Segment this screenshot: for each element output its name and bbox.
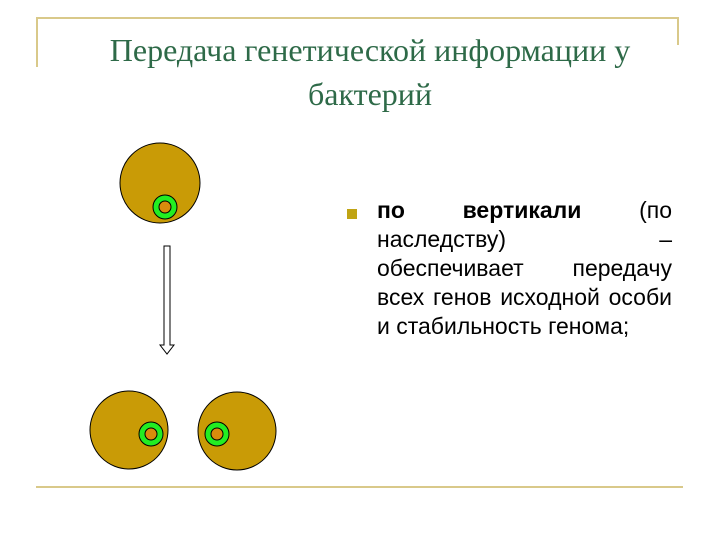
- right-plasmid-core: [210, 427, 224, 441]
- bullet-bold-term: по вертикали: [377, 197, 582, 223]
- frame-left-line: [36, 17, 38, 67]
- daughter-cell-left: [89, 390, 169, 470]
- bullet-text: по вертикали (по наследству) – обеспечив…: [377, 196, 672, 341]
- down-arrow: [158, 245, 176, 355]
- slide-title: Передача генетической информации у бакте…: [109, 32, 631, 112]
- parent-plasmid-core: [158, 200, 172, 214]
- frame-right-line: [677, 17, 679, 45]
- parent-cell: [119, 142, 201, 224]
- bullet-marker: [347, 209, 357, 219]
- bullet-description: (по наследству) – обеспечивает передачу …: [377, 197, 672, 339]
- left-plasmid-core: [144, 427, 158, 441]
- frame-bottom-line: [36, 486, 683, 488]
- frame-top-line: [36, 17, 679, 19]
- daughter-cell-right: [197, 391, 277, 471]
